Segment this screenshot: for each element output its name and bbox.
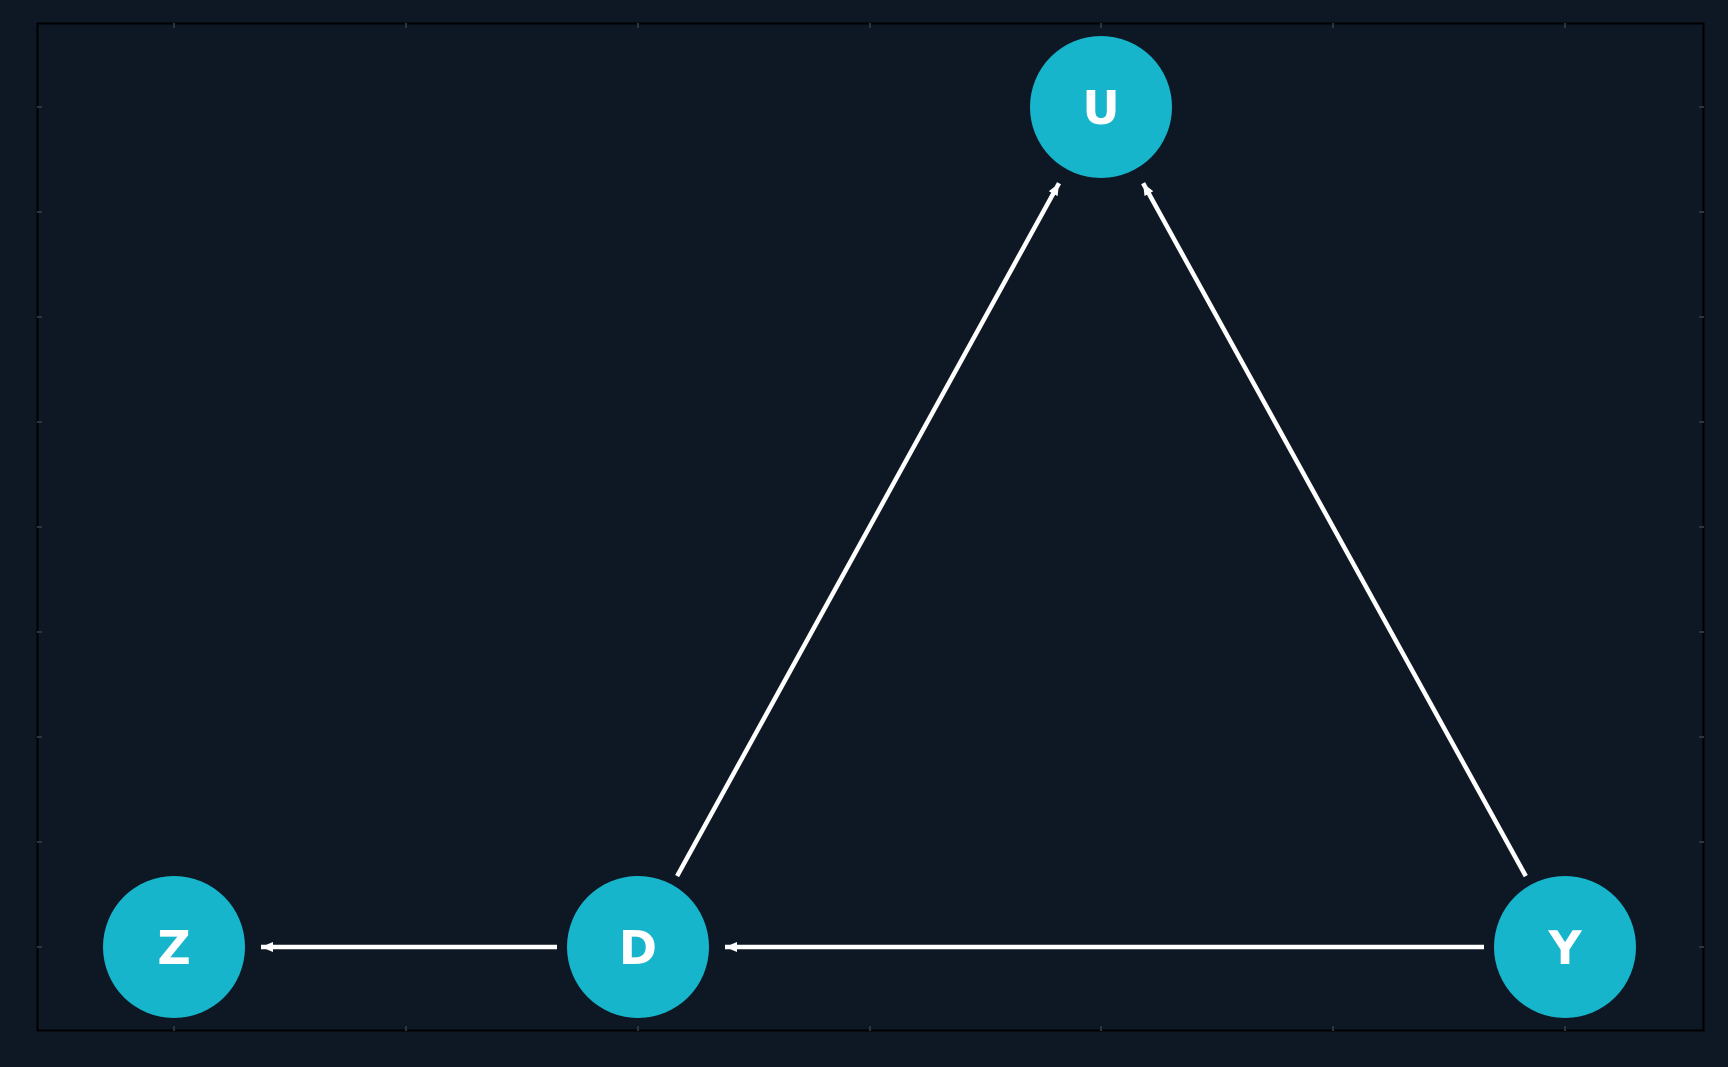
node-y-circle <box>1494 876 1636 1018</box>
node-d-circle <box>567 876 709 1018</box>
edge-d-to-u <box>675 182 1061 878</box>
node-y[interactable]: Y <box>1494 876 1636 1018</box>
node-u-circle <box>1030 36 1172 178</box>
node-z-label: Z <box>157 921 190 975</box>
node-u[interactable]: U <box>1030 36 1172 178</box>
edges-layer <box>261 182 1528 952</box>
node-d-label: D <box>619 921 657 975</box>
node-y-label: Y <box>1547 921 1582 975</box>
edge-y-to-u <box>1141 182 1528 878</box>
node-u-label: U <box>1082 81 1119 135</box>
frame-ticks <box>37 23 1704 1031</box>
node-z[interactable]: Z <box>103 876 245 1018</box>
nodes-layer: U Z D Y <box>103 36 1636 1018</box>
node-d[interactable]: D <box>567 876 709 1018</box>
node-z-circle <box>103 876 245 1018</box>
